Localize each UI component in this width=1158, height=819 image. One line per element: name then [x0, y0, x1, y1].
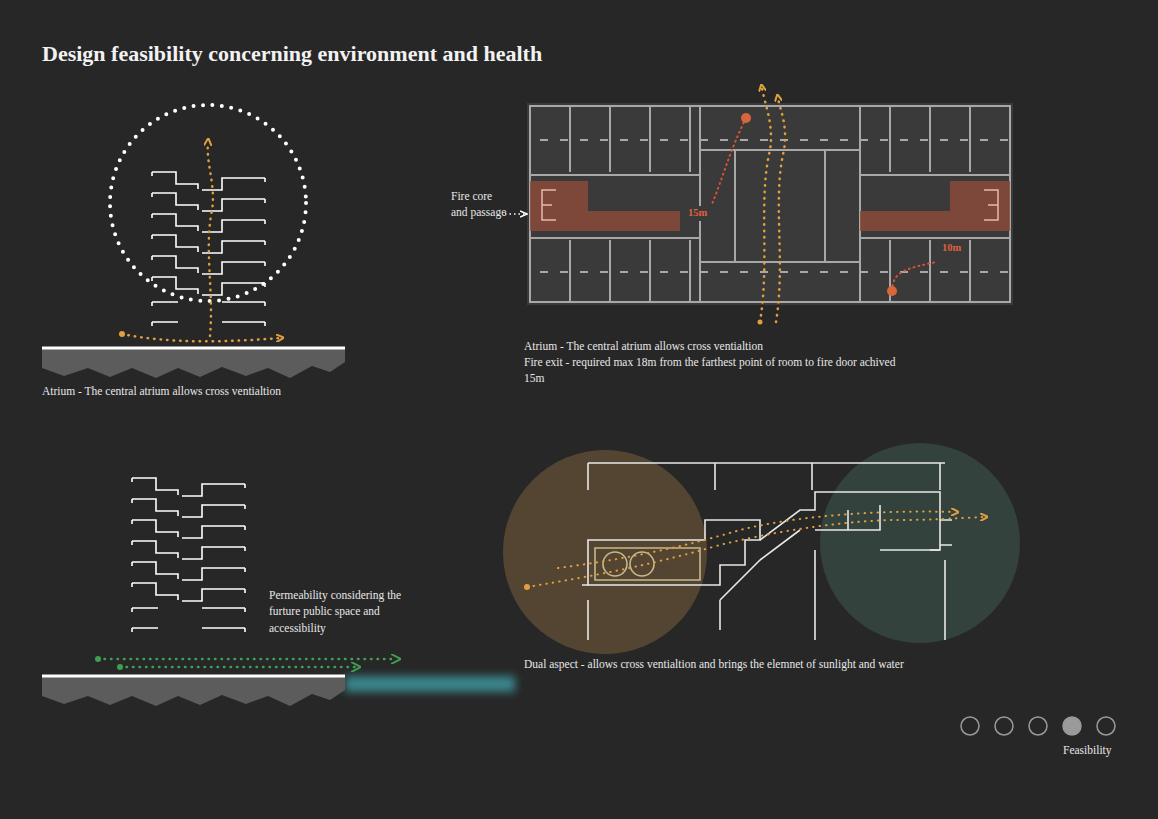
floor-slabs [132, 478, 245, 632]
callout-label: Fire core and passage [451, 188, 511, 221]
airflow-dot [758, 320, 763, 325]
airflow-dot [524, 584, 530, 590]
airflow-dot [119, 331, 125, 337]
caption: Atrium - The central atrium allows cross… [42, 383, 281, 399]
airflow-arrow [527, 517, 984, 587]
airflow-arrow [760, 88, 771, 322]
wind-circle [110, 105, 306, 301]
water-zone [820, 443, 1020, 643]
unit-plan [582, 463, 952, 640]
ground [42, 676, 345, 706]
distance-line [892, 262, 936, 291]
fire-core [530, 181, 588, 231]
page-dot [961, 717, 979, 735]
sunlight-zone [503, 450, 707, 654]
floor-plan [530, 106, 1010, 302]
airflow-arrow [558, 512, 955, 568]
dimension: 10m [940, 241, 963, 256]
page-dot [1029, 717, 1047, 735]
leader-line [505, 213, 524, 215]
farthest-point [741, 113, 751, 123]
caption: Permeability considering the furture pub… [269, 587, 431, 636]
access-arrow [120, 666, 356, 669]
stair-symbol [984, 190, 998, 220]
page-label: Feasibility [1063, 742, 1112, 758]
airflow-arrow [776, 98, 785, 322]
ground-line [42, 347, 345, 350]
building-section [132, 478, 245, 632]
farthest-point [887, 286, 897, 296]
airflow-arrow [208, 142, 213, 336]
access-dot [95, 656, 101, 662]
floor-slabs [152, 172, 265, 326]
page-title: Design feasibility concerning environmen… [42, 38, 542, 69]
caption: Atrium - The central atrium allows cross… [524, 338, 763, 354]
access-arrow [98, 658, 396, 661]
caption: Fire exit - required max 18m from the fa… [524, 354, 916, 387]
dimension: 15m [686, 206, 709, 221]
plan-walls [530, 106, 1010, 302]
caption: Dual aspect - allows cross ventialtion a… [524, 656, 904, 672]
ground-line [42, 675, 345, 678]
page-dot-active [1063, 717, 1081, 735]
stair-symbol [542, 190, 556, 220]
distance-line [712, 118, 746, 204]
fire-core [950, 181, 1010, 231]
fire-passage [860, 211, 950, 231]
ground [42, 348, 345, 378]
page-dot [995, 717, 1013, 735]
airflow-arrow [122, 334, 280, 341]
building-section [152, 172, 265, 326]
fire-passage [588, 211, 680, 231]
water [345, 676, 515, 692]
page-dot [1097, 717, 1115, 735]
access-dot [117, 664, 123, 670]
